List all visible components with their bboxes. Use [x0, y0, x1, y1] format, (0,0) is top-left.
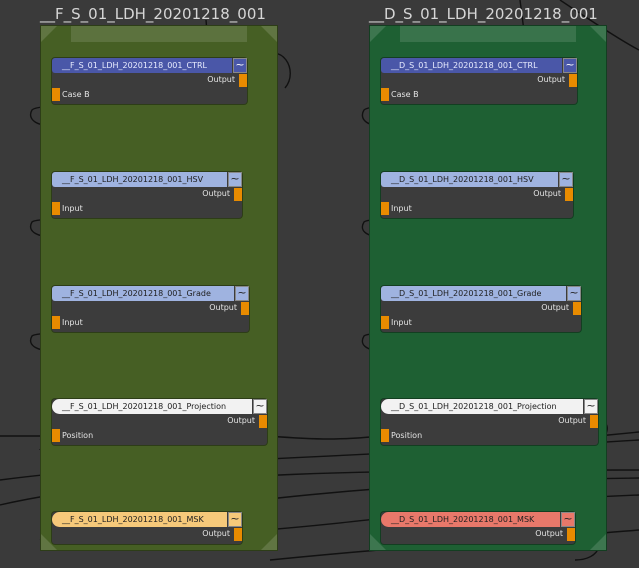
- input-label: Input: [391, 318, 412, 327]
- input-port[interactable]: [52, 202, 60, 215]
- backdrop-title-bar: [71, 26, 247, 42]
- node-f-msk[interactable]: __F_S_01_LDH_20201218_001_MSK ~ Output: [52, 512, 242, 544]
- input-label: Case B: [391, 90, 419, 99]
- output-port[interactable]: [239, 74, 247, 87]
- input-port[interactable]: [381, 88, 389, 101]
- input-port[interactable]: [52, 316, 60, 329]
- output-port[interactable]: [234, 188, 242, 201]
- input-label: Input: [62, 318, 83, 327]
- output-label: Output: [207, 75, 235, 84]
- expression-icon[interactable]: ~: [253, 399, 267, 414]
- output-port[interactable]: [565, 188, 573, 201]
- output-label: Output: [558, 416, 586, 425]
- input-port[interactable]: [381, 429, 389, 442]
- node-f-projection[interactable]: __F_S_01_LDH_20201218_001_Projection ~ O…: [52, 399, 267, 445]
- node-header[interactable]: __F_S_01_LDH_20201218_001_CTRL: [52, 58, 232, 73]
- input-port[interactable]: [52, 429, 60, 442]
- expression-icon[interactable]: ~: [235, 286, 249, 301]
- backdrop-corner: [261, 26, 277, 42]
- node-header[interactable]: __F_S_01_LDH_20201218_001_Projection: [52, 399, 252, 414]
- output-port[interactable]: [567, 528, 575, 541]
- node-d-hsv[interactable]: __D_S_01_LDH_20201218_001_HSV ~ Output I…: [381, 172, 573, 218]
- input-port[interactable]: [381, 202, 389, 215]
- node-d-msk[interactable]: __D_S_01_LDH_20201218_001_MSK ~ Output: [381, 512, 575, 544]
- backdrop-title-bar: [400, 26, 576, 42]
- node-header[interactable]: __F_S_01_LDH_20201218_001_MSK: [52, 512, 227, 527]
- expression-icon[interactable]: ~: [559, 172, 573, 187]
- output-port[interactable]: [259, 415, 267, 428]
- output-port[interactable]: [573, 302, 581, 315]
- input-label: Position: [62, 431, 94, 440]
- input-label: Input: [62, 204, 83, 213]
- output-port[interactable]: [241, 302, 249, 315]
- node-header[interactable]: __D_S_01_LDH_20201218_001_CTRL: [381, 58, 562, 73]
- expression-icon[interactable]: ~: [233, 58, 247, 73]
- node-d-grade[interactable]: __D_S_01_LDH_20201218_001_Grade ~ Output…: [381, 286, 581, 332]
- input-label: Case B: [62, 90, 90, 99]
- input-label: Position: [391, 431, 423, 440]
- expression-icon[interactable]: ~: [567, 286, 581, 301]
- node-f-ctrl[interactable]: __F_S_01_LDH_20201218_001_CTRL ~ Output …: [52, 58, 247, 104]
- node-header[interactable]: __D_S_01_LDH_20201218_001_Projection: [381, 399, 583, 414]
- output-port[interactable]: [234, 528, 242, 541]
- node-header[interactable]: __D_S_01_LDH_20201218_001_HSV: [381, 172, 558, 187]
- expression-icon[interactable]: ~: [563, 58, 577, 73]
- backdrop-corner: [41, 26, 57, 42]
- node-header[interactable]: __F_S_01_LDH_20201218_001_Grade: [52, 286, 234, 301]
- node-f-hsv[interactable]: __F_S_01_LDH_20201218_001_HSV ~ Output I…: [52, 172, 242, 218]
- output-label: Output: [541, 303, 569, 312]
- output-label: Output: [535, 529, 563, 538]
- output-port[interactable]: [590, 415, 598, 428]
- output-label: Output: [227, 416, 255, 425]
- output-label: Output: [533, 189, 561, 198]
- expression-icon[interactable]: ~: [228, 172, 242, 187]
- input-label: Input: [391, 204, 412, 213]
- output-label: Output: [202, 529, 230, 538]
- input-port[interactable]: [381, 316, 389, 329]
- output-label: Output: [537, 75, 565, 84]
- node-d-projection[interactable]: __D_S_01_LDH_20201218_001_Projection ~ O…: [381, 399, 598, 445]
- backdrop-resize-handle[interactable]: [261, 534, 277, 550]
- backdrop-title: __F_S_01_LDH_20201218_001: [40, 5, 266, 23]
- output-port[interactable]: [569, 74, 577, 87]
- node-d-ctrl[interactable]: __D_S_01_LDH_20201218_001_CTRL ~ Output …: [381, 58, 577, 104]
- expression-icon[interactable]: ~: [584, 399, 598, 414]
- node-header[interactable]: __D_S_01_LDH_20201218_001_MSK: [381, 512, 560, 527]
- backdrop-title: __D_S_01_LDH_20201218_001: [369, 5, 598, 23]
- expression-icon[interactable]: ~: [228, 512, 242, 527]
- output-label: Output: [209, 303, 237, 312]
- node-f-grade[interactable]: __F_S_01_LDH_20201218_001_Grade ~ Output…: [52, 286, 249, 332]
- output-label: Output: [202, 189, 230, 198]
- expression-icon[interactable]: ~: [561, 512, 575, 527]
- backdrop-resize-handle[interactable]: [590, 534, 606, 550]
- backdrop-corner: [590, 26, 606, 42]
- input-port[interactable]: [52, 88, 60, 101]
- node-header[interactable]: __F_S_01_LDH_20201218_001_HSV: [52, 172, 227, 187]
- backdrop-corner: [370, 26, 386, 42]
- node-header[interactable]: __D_S_01_LDH_20201218_001_Grade: [381, 286, 566, 301]
